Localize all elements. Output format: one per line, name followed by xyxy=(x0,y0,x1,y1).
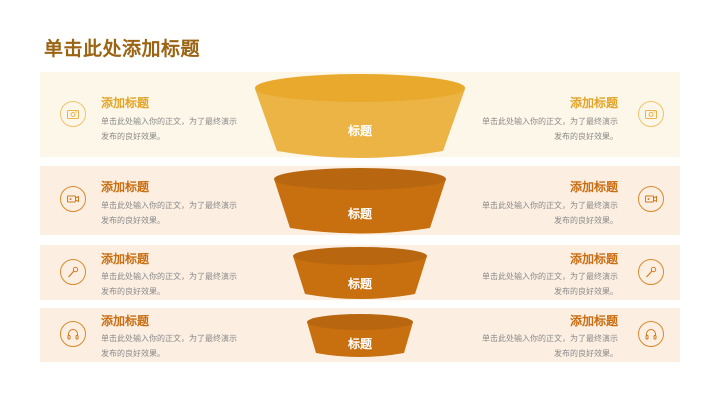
bowl-2-label: 标题 xyxy=(347,207,372,221)
bowl-3-label: 标题 xyxy=(347,277,372,291)
funnel-bowl-2: 标题 xyxy=(272,167,448,235)
funnel-bowl-3: 标题 xyxy=(291,246,429,301)
row-2-right-body: 单击此处输入你的正文，为了最终演示发布的良好效果。 xyxy=(482,201,618,225)
row-3-right-heading: 添加标题 xyxy=(569,252,618,266)
row-3-right-body: 单击此处输入你的正文，为了最终演示发布的良好效果。 xyxy=(482,272,618,296)
row-2-left-body: 单击此处输入你的正文，为了最终演示发布的良好效果。 xyxy=(101,201,237,225)
row-2-right-heading: 添加标题 xyxy=(569,180,618,194)
row-4-left-heading: 添加标题 xyxy=(101,314,150,328)
funnel-bowl-1: 标题 xyxy=(253,73,467,159)
row-1-left-heading: 添加标题 xyxy=(101,96,150,110)
row-1-right-heading: 添加标题 xyxy=(569,96,618,110)
headphones-icon xyxy=(60,321,86,347)
row-1-left-body: 单击此处输入你的正文，为了最终演示发布的良好效果。 xyxy=(101,117,237,141)
row-2-left-heading: 添加标题 xyxy=(101,180,150,194)
bowl-1-label: 标题 xyxy=(347,124,372,138)
headphones-icon xyxy=(638,321,664,347)
bowl-4-label: 标题 xyxy=(347,337,372,351)
row-3-left-heading: 添加标题 xyxy=(101,252,150,266)
row-1-right-body: 单击此处输入你的正文，为了最终演示发布的良好效果。 xyxy=(482,117,618,141)
row-4-left-body: 单击此处输入你的正文，为了最终演示发布的良好效果。 xyxy=(101,334,237,358)
video-camera-icon xyxy=(60,186,86,212)
funnel-bowl-4: 标题 xyxy=(305,313,415,359)
row-4-right-heading: 添加标题 xyxy=(569,314,618,328)
page-title: 单击此处添加标题 xyxy=(44,38,201,60)
camera-icon xyxy=(638,101,664,127)
camera-icon xyxy=(60,101,86,127)
microphone-icon xyxy=(60,259,86,285)
row-3-left-body: 单击此处输入你的正文，为了最终演示发布的良好效果。 xyxy=(101,272,237,296)
row-4-right-body: 单击此处输入你的正文，为了最终演示发布的良好效果。 xyxy=(482,334,618,358)
microphone-icon xyxy=(638,259,664,285)
video-camera-icon xyxy=(638,186,664,212)
